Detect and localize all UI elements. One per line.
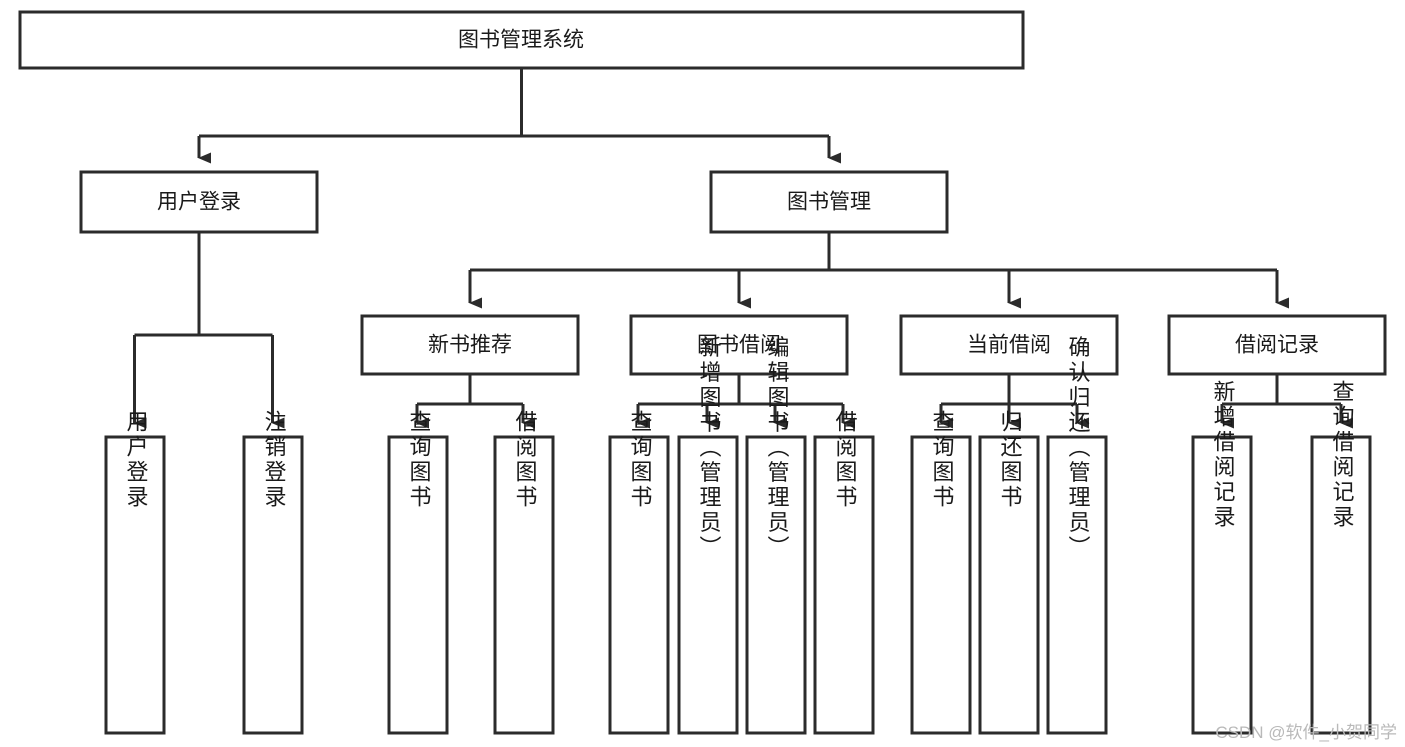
- leaf-book-borrow-2-box[interactable]: [745, 435, 807, 735]
- node-user-login[interactable]: 用户登录: [79, 170, 319, 234]
- leaf-book-borrow-0[interactable]: 查询图书: [608, 410, 670, 735]
- leaf-book-borrow-1-label: 新增图书（管理员）: [697, 336, 722, 561]
- node-current-borrow[interactable]: 当前借阅: [899, 314, 1119, 376]
- leaf-book-borrow-2-label: 编辑图书（管理员）: [765, 336, 790, 561]
- leaf-user-login-0[interactable]: 用户登录: [104, 410, 166, 735]
- csdn-watermark: CSDN @软件_小贺同学: [1215, 723, 1397, 742]
- leaf-user-login-0-box[interactable]: [104, 435, 166, 735]
- node-borrow-record-label: 借阅记录: [1235, 334, 1319, 357]
- leaf-current-borrow-1-box[interactable]: [978, 435, 1040, 735]
- leaf-current-borrow-0-label: 查询图书: [930, 410, 955, 510]
- leaf-book-borrow-0-label: 查询图书: [628, 410, 653, 510]
- leaf-borrow-record-0-box[interactable]: [1191, 435, 1253, 735]
- leaf-current-borrow-1-label: 归还图书: [998, 410, 1023, 510]
- node-borrow-record-box[interactable]: [1167, 314, 1387, 376]
- node-book-manage-label: 图书管理: [787, 191, 871, 214]
- leaf-book-borrow-2[interactable]: 编辑图书（管理员）: [745, 336, 807, 735]
- node-new-book-recommend-label: 新书推荐: [428, 334, 512, 357]
- node-user-login-box[interactable]: [79, 170, 319, 234]
- leaf-book-borrow-3-box[interactable]: [813, 435, 875, 735]
- node-book-borrow[interactable]: 图书借阅: [629, 314, 849, 376]
- leaf-recommend-0-box[interactable]: [387, 435, 449, 735]
- leaf-user-login-1-label: 注销登录: [262, 410, 287, 510]
- leaf-book-borrow-1-box[interactable]: [677, 435, 739, 735]
- leaf-user-login-0-label: 用户登录: [124, 410, 149, 510]
- leaf-current-borrow-0-box[interactable]: [910, 435, 972, 735]
- leaf-user-login-1[interactable]: 注销登录: [242, 410, 304, 735]
- node-new-book-recommend-box[interactable]: [360, 314, 580, 376]
- node-book-borrow-label: 图书借阅: [697, 334, 781, 357]
- leaf-borrow-record-1[interactable]: 查询借阅记录: [1310, 380, 1372, 735]
- leaf-current-borrow-0[interactable]: 查询图书: [910, 410, 972, 735]
- node-book-manage-box[interactable]: [709, 170, 949, 234]
- leaf-current-borrow-2-label: 确认归还（管理员）: [1066, 336, 1091, 561]
- leaf-borrow-record-1-label: 查询借阅记录: [1330, 380, 1355, 530]
- leaf-book-borrow-0-box[interactable]: [608, 435, 670, 735]
- leaf-user-login-1-box[interactable]: [242, 435, 304, 735]
- leaf-recommend-1[interactable]: 借阅图书: [493, 410, 555, 735]
- node-root-box[interactable]: [18, 10, 1025, 70]
- node-current-borrow-box[interactable]: [899, 314, 1119, 376]
- leaf-recommend-0-label: 查询图书: [407, 410, 432, 510]
- node-user-login-label: 用户登录: [157, 191, 241, 214]
- node-root-label: 图书管理系统: [458, 29, 584, 52]
- node-borrow-record[interactable]: 借阅记录: [1167, 314, 1387, 376]
- node-current-borrow-label: 当前借阅: [967, 334, 1051, 357]
- node-book-manage[interactable]: 图书管理: [709, 170, 949, 234]
- leaf-current-borrow-1[interactable]: 归还图书: [978, 410, 1040, 735]
- leaf-borrow-record-0-label: 新增借阅记录: [1211, 380, 1236, 530]
- leaf-recommend-0[interactable]: 查询图书: [387, 410, 449, 735]
- node-new-book-recommend[interactable]: 新书推荐: [360, 314, 580, 376]
- leaf-recommend-1-box[interactable]: [493, 435, 555, 735]
- leaf-recommend-1-label: 借阅图书: [513, 410, 538, 510]
- leaf-book-borrow-3[interactable]: 借阅图书: [813, 410, 875, 735]
- leaf-book-borrow-3-label: 借阅图书: [833, 410, 858, 510]
- leaf-book-borrow-1[interactable]: 新增图书（管理员）: [677, 336, 739, 735]
- node-book-borrow-box[interactable]: [629, 314, 849, 376]
- leaf-borrow-record-1-box[interactable]: [1310, 435, 1372, 735]
- node-root[interactable]: 图书管理系统: [18, 10, 1025, 70]
- connector-group: [133, 68, 1353, 429]
- leaf-borrow-record-0[interactable]: 新增借阅记录: [1191, 380, 1253, 735]
- leaf-current-borrow-2[interactable]: 确认归还（管理员）: [1046, 336, 1108, 735]
- leaf-current-borrow-2-box[interactable]: [1046, 435, 1108, 735]
